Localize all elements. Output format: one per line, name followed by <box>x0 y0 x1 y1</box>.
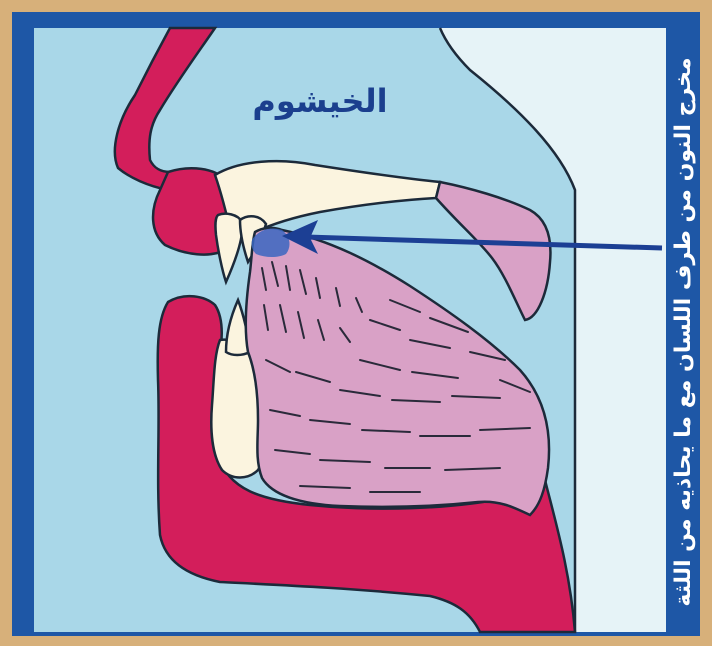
caption-label: مخرج النون من طرف اللسان مع ما يحاذيه من… <box>671 57 696 606</box>
nasal-cavity-label: الخيشوم <box>252 82 387 120</box>
